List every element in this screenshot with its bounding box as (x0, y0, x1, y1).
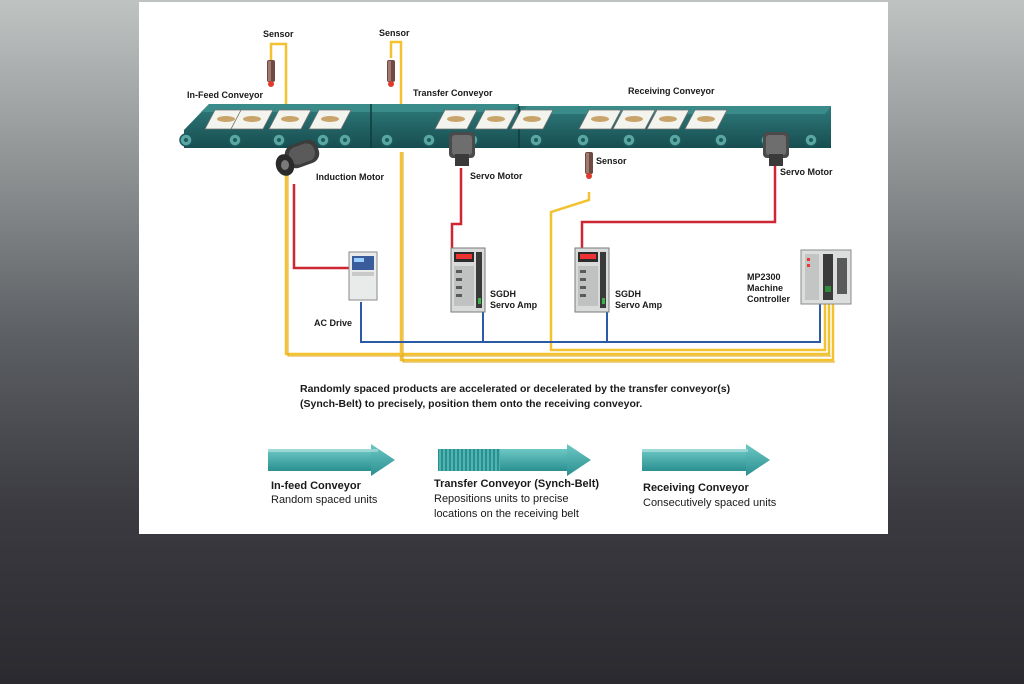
servo-amp-2-label-line1: SGDH (615, 289, 641, 299)
induction-motor-label: Induction Motor (316, 172, 384, 182)
sensor-top-1 (267, 60, 275, 87)
controller-label-line2: Machine (747, 283, 783, 293)
product-units (204, 109, 728, 130)
diagram-panel: Sensor Sensor Sensor In-Feed Conveyor Tr… (139, 2, 888, 534)
legend-sub-transfer-1: Repositions units to precise (434, 493, 569, 505)
controller-label-line3: Controller (747, 294, 790, 304)
machine-controller (800, 249, 852, 305)
sensor-label-3: Sensor (596, 156, 627, 166)
legend-sub-receiving: Consecutively spaced units (643, 497, 777, 509)
servo-motor-2 (763, 132, 789, 166)
ac-drive (348, 251, 378, 301)
infeed-conveyor-label: In-Feed Conveyor (187, 90, 264, 100)
servo-amp-2-label-line2: Servo Amp (615, 300, 663, 310)
transfer-arrow (438, 444, 591, 476)
receiving-conveyor-label: Receiving Conveyor (628, 86, 715, 96)
servo-amp-1 (450, 247, 486, 313)
controller-label-line1: MP2300 (747, 272, 781, 282)
servo-motor-label-2: Servo Motor (780, 167, 833, 177)
servo-motor-1 (449, 132, 475, 166)
legend-title-receiving: Receiving Conveyor (643, 482, 749, 494)
sensor-label-2: Sensor (379, 28, 410, 38)
servo-amp-1-label-line2: Servo Amp (490, 300, 538, 310)
induction-motor (275, 139, 320, 176)
sensor-label-1: Sensor (263, 29, 294, 39)
description-line-1: Randomly spaced products are accelerated… (300, 383, 731, 395)
legend-title-transfer: Transfer Conveyor (Synch-Belt) (434, 478, 600, 490)
servo-amp-1-label-line1: SGDH (490, 289, 516, 299)
legend-sub-transfer-2: locations on the receiving belt (434, 508, 579, 520)
sensor-wires (269, 40, 835, 362)
receiving-arrow (642, 444, 770, 476)
servo-motor-label-1: Servo Motor (470, 171, 523, 181)
transfer-conveyor-label: Transfer Conveyor (413, 88, 493, 98)
description-line-2: (Synch-Belt) to precisely, position them… (300, 398, 643, 410)
ac-drive-label: AC Drive (314, 318, 352, 328)
legend-title-infeed: In-feed Conveyor (271, 480, 361, 492)
diagram-description: Randomly spaced products are accelerated… (300, 382, 770, 412)
legend-sub-infeed: Random spaced units (271, 494, 378, 506)
conveyor-system-diagram: Sensor Sensor Sensor In-Feed Conveyor Tr… (179, 28, 852, 476)
infeed-arrow (268, 444, 395, 476)
sensor-top-2 (387, 60, 395, 87)
servo-amp-2 (574, 247, 610, 313)
power-wires (292, 162, 777, 270)
comm-wires (360, 302, 821, 343)
sensor-bottom (585, 152, 593, 179)
